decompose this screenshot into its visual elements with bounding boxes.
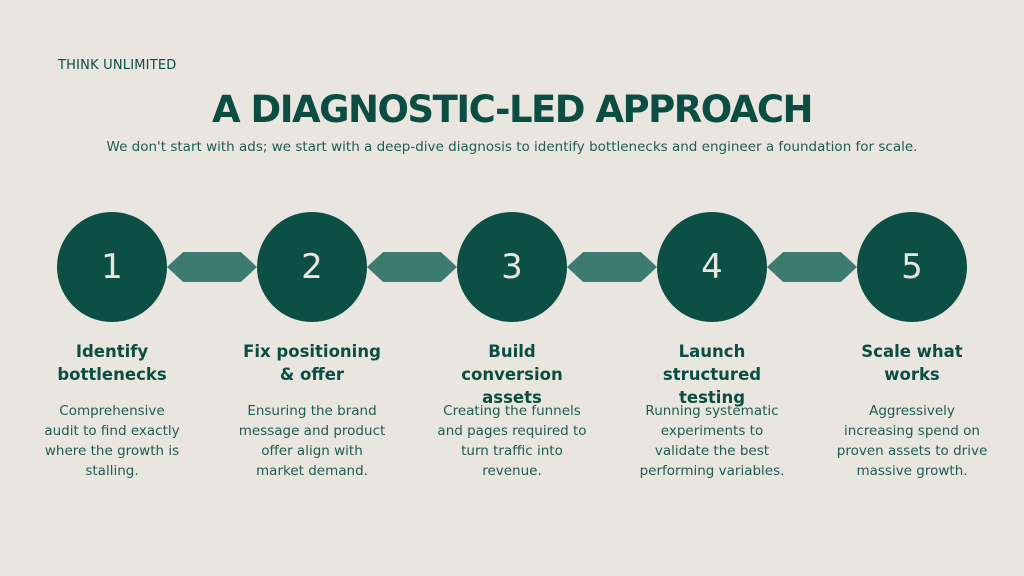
page-title: A DIAGNOSTIC-LED APPROACH bbox=[212, 88, 813, 131]
step-description: Aggressively increasing spend on proven … bbox=[836, 403, 988, 479]
connector-arrow bbox=[567, 252, 657, 282]
step-description: Comprehensive audit to find exactly wher… bbox=[44, 403, 180, 479]
page-subtitle: We don't start with ads; we start with a… bbox=[106, 139, 918, 155]
step-title: Scale what works bbox=[861, 342, 963, 384]
step-circle: 2 bbox=[257, 212, 367, 322]
step-title: Launch structured testing bbox=[662, 342, 762, 407]
step-circle: 3 bbox=[457, 212, 567, 322]
step-title: Fix positioning & offer bbox=[243, 342, 381, 384]
connector-arrow bbox=[167, 252, 257, 282]
step-title: Build conversion assets bbox=[461, 342, 563, 407]
step-description: Ensuring the brand message and product o… bbox=[238, 403, 386, 479]
step-title: Identify bottlenecks bbox=[57, 342, 167, 384]
connector-arrow bbox=[767, 252, 857, 282]
step-description: Creating the funnels and pages required … bbox=[437, 403, 587, 479]
step-circle: 5 bbox=[857, 212, 967, 322]
connector-arrow bbox=[367, 252, 457, 282]
step-circle: 4 bbox=[657, 212, 767, 322]
step-circle: 1 bbox=[57, 212, 167, 322]
step-description: Running systematic experiments to valida… bbox=[639, 403, 785, 479]
brand-label: THINK UNLIMITED bbox=[58, 58, 177, 73]
